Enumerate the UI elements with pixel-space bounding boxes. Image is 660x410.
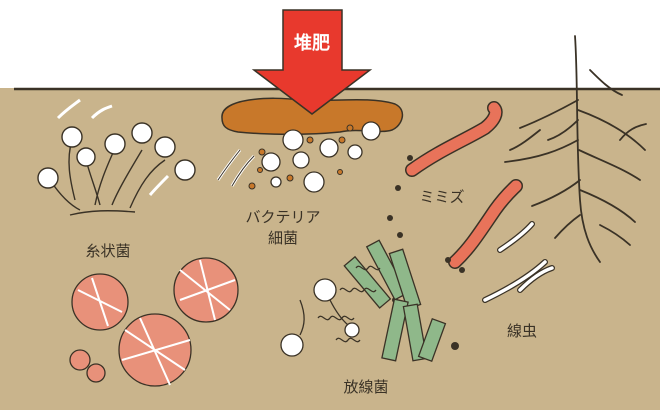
compost-label: 堆肥 [294, 32, 330, 54]
mold-label: 糸状菌 [85, 242, 130, 260]
nematode-label: 線虫 [507, 322, 537, 340]
earthworm-label: ミミズ [419, 188, 464, 206]
bacteria-sublabel: 細菌 [268, 229, 298, 247]
bacteria-label: バクテリア [245, 208, 320, 226]
actinomycete-label: 放線菌 [343, 378, 388, 396]
